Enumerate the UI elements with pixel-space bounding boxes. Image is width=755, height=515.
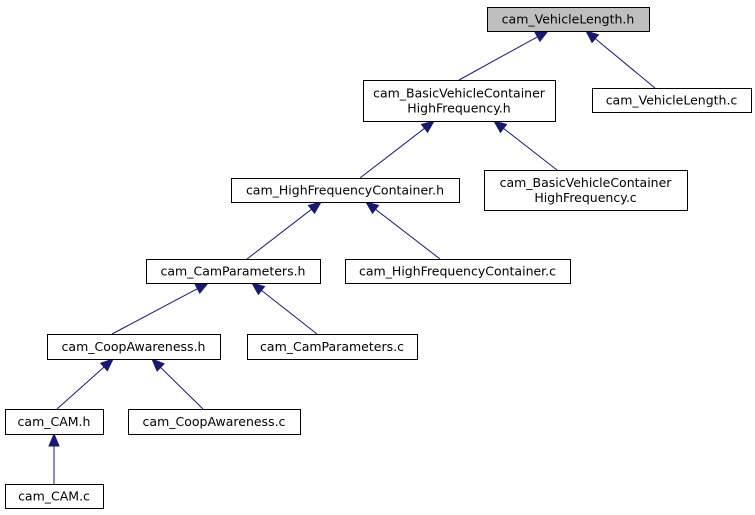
node-vehicle_length_h[interactable]: cam_VehicleLength.h [487, 7, 650, 32]
edge-hf_container_h-to-basic_hf_h [359, 120, 436, 179]
edge-cam_h-to-coop_awareness_h [56, 358, 114, 410]
node-label: cam_HighFrequencyContainer.c [359, 264, 556, 279]
edge-basic_hf_c-to-basic_hf_h [492, 120, 558, 171]
node-label: HighFrequency.c [534, 190, 636, 205]
edge-line [375, 208, 441, 260]
node-box [487, 7, 650, 32]
node-box [47, 334, 221, 360]
node-coop_awareness_c[interactable]: cam_CoopAwareness.c [128, 409, 301, 435]
nodes-layer: cam_VehicleLength.h cam_BasicVehicleConta… [5, 7, 752, 509]
arrowhead-icon [364, 201, 380, 215]
arrowhead-icon [534, 30, 550, 43]
arrowhead-icon [48, 432, 60, 447]
node-box [363, 80, 556, 122]
edge-cam_parameters_c-to-cam_parameters_h [250, 282, 318, 335]
edge-coop_awareness_h-to-cam_parameters_h [111, 282, 210, 335]
node-box [5, 484, 104, 509]
node-box [345, 259, 571, 284]
edge-line [359, 127, 425, 179]
node-box [592, 88, 752, 113]
node-box [484, 170, 688, 211]
edge-hf_container_c-to-hf_container_h [364, 201, 441, 260]
node-box [5, 409, 104, 435]
node-cam_c[interactable]: cam_CAM.c [5, 484, 104, 509]
edge-line [160, 367, 204, 410]
edge-line [261, 290, 318, 335]
node-label: cam_HighFrequencyContainer.h [246, 183, 444, 198]
node-hf_container_h[interactable]: cam_HighFrequencyContainer.h [231, 178, 460, 203]
node-label: cam_CamParameters.h [161, 264, 306, 279]
node-label: cam_CoopAwareness.c [143, 414, 286, 429]
node-label: cam_BasicVehicleContainer [373, 86, 546, 101]
arrowhead-icon [194, 282, 210, 294]
node-box [128, 409, 301, 435]
node-label: cam_VehicleLength.h [502, 12, 635, 27]
arrowhead-icon [151, 358, 165, 372]
node-box [247, 334, 418, 360]
node-cam_h[interactable]: cam_CAM.h [5, 409, 104, 435]
node-box [146, 259, 321, 284]
arrowhead-icon [420, 120, 436, 134]
edge-vehicle_length_c-to-vehicle_length_h [584, 30, 656, 89]
node-label: cam_BasicVehicleContainer [500, 175, 673, 190]
edge-coop_awareness_c-to-coop_awareness_h [151, 358, 204, 410]
node-label: cam_CAM.c [18, 489, 90, 504]
node-label: cam_VehicleLength.c [606, 93, 738, 108]
node-label: cam_CamParameters.c [260, 339, 404, 354]
edges-layer [48, 30, 656, 484]
edge-line [246, 208, 312, 260]
edge-line [56, 366, 105, 410]
edge-cam_c-to-cam_h [48, 432, 60, 484]
edge-cam_parameters_h-to-hf_container_h [246, 201, 323, 260]
edge-line [594, 38, 656, 89]
arrowhead-icon [99, 358, 114, 372]
node-label: HighFrequency.h [407, 101, 510, 116]
node-label: cam_CAM.h [18, 414, 91, 429]
node-vehicle_length_c[interactable]: cam_VehicleLength.c [592, 88, 752, 113]
node-label: cam_CoopAwareness.h [62, 339, 206, 354]
arrowhead-icon [492, 120, 508, 134]
arrowhead-icon [307, 201, 323, 215]
edge-line [458, 36, 538, 81]
node-box [231, 178, 460, 203]
edge-basic_hf_h-to-vehicle_length_h [458, 30, 550, 81]
arrowhead-icon [250, 282, 266, 296]
node-hf_container_c[interactable]: cam_HighFrequencyContainer.c [345, 259, 571, 284]
edge-line [503, 127, 558, 171]
arrowhead-icon [584, 30, 600, 44]
node-cam_parameters_c[interactable]: cam_CamParameters.c [247, 334, 418, 360]
node-coop_awareness_h[interactable]: cam_CoopAwareness.h [47, 334, 221, 360]
node-cam_parameters_h[interactable]: cam_CamParameters.h [146, 259, 321, 284]
edge-line [111, 288, 198, 335]
